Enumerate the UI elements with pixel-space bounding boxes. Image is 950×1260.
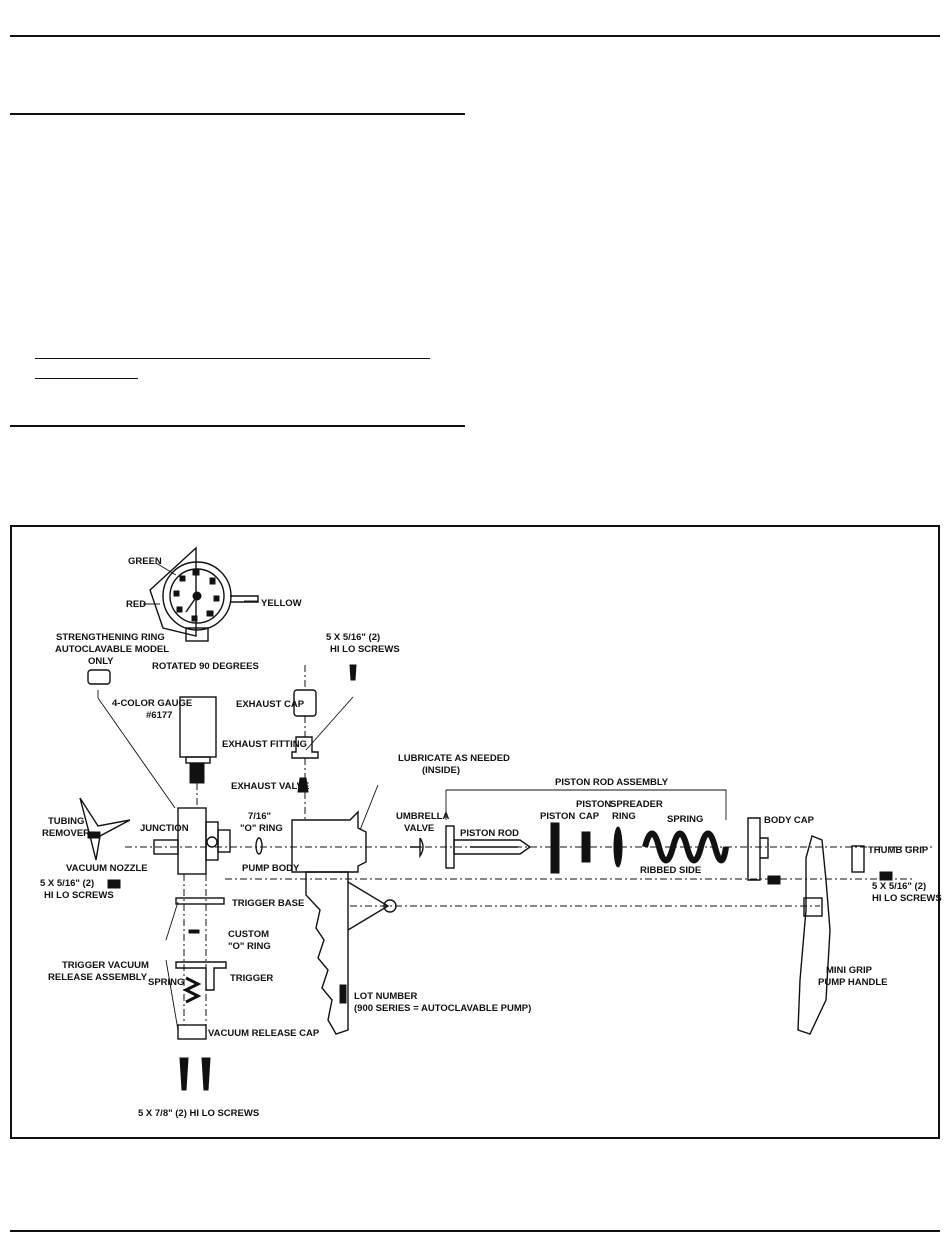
thumb-grip-icon <box>851 845 865 873</box>
gauge-side-icon <box>179 696 217 784</box>
label-lot-number-series: (900 SERIES = AUTOCLAVABLE PUMP) <box>354 1003 531 1014</box>
label-piston-cap: PISTON <box>576 799 611 810</box>
label-valve: VALVE <box>404 823 434 834</box>
label-exhaust-cap: EXHAUST CAP <box>236 699 305 710</box>
piston-icon <box>550 822 560 874</box>
label-spring-main: SPRING <box>667 814 703 825</box>
label-pump-body: PUMP BODY <box>242 863 300 874</box>
label-gauge-number: #6177 <box>146 710 172 721</box>
screw-icon <box>767 875 781 885</box>
trigger-vacuum-release-icon <box>175 897 227 1040</box>
underline-1 <box>35 358 430 359</box>
label-lubricate: LUBRICATE AS NEEDED <box>398 753 510 764</box>
bottom-rule <box>10 1230 940 1232</box>
label-vacuum-nozzle: VACUUM NOZZLE <box>66 863 148 874</box>
label-screws-top-type: HI LO SCREWS <box>330 644 400 655</box>
label-ribbed-side: RIBBED SIDE <box>640 865 701 876</box>
label-spreader: SPREADER <box>610 799 663 810</box>
label-strengthening-ring: STRENGTHENING RING <box>56 632 165 643</box>
exhaust-fitting-icon <box>291 736 319 759</box>
label-umbrella: UMBRELLA <box>396 811 449 822</box>
junction-icon <box>153 807 231 875</box>
o-ring-icon <box>255 837 263 855</box>
label-thumb-grip: THUMB GRIP <box>868 845 929 856</box>
label-piston-rod: PISTON ROD <box>460 828 519 839</box>
label-rotated: ROTATED 90 DEGREES <box>152 661 259 672</box>
spreader-ring-icon <box>613 826 623 868</box>
label-screws-right-type: HI LO SCREWS <box>872 893 942 904</box>
label-strengthening-ring-only: ONLY <box>88 656 114 667</box>
screw-icon <box>107 879 121 889</box>
label-screws-left: 5 X 5/16" (2) <box>40 878 94 889</box>
tubing-remover-icon <box>79 797 131 861</box>
label-piston-rod-assembly: PISTON ROD ASSEMBLY <box>555 777 669 788</box>
piston-rod-icon <box>445 825 532 869</box>
body-cap-icon <box>747 817 769 881</box>
label-yellow: YELLOW <box>261 598 302 609</box>
label-lubricate-inside: (INSIDE) <box>422 765 460 776</box>
label-trigger: TRIGGER <box>230 973 273 984</box>
label-gauge: 4-COLOR GAUGE <box>112 698 192 709</box>
spring-icon <box>642 830 729 864</box>
label-green: GREEN <box>128 556 162 567</box>
label-junction: JUNCTION <box>140 823 189 834</box>
label-exhaust-valve: EXHAUST VALVE <box>231 781 309 792</box>
section-rule-1 <box>10 113 465 115</box>
label-body-cap: BODY CAP <box>764 815 815 826</box>
top-rule <box>10 35 940 37</box>
label-red: RED <box>126 599 146 610</box>
label-remover: REMOVER <box>42 828 90 839</box>
label-mini-grip: MINI GRIP <box>826 965 873 976</box>
label-piston: PISTON <box>540 811 575 822</box>
exploded-parts-diagram <box>10 525 940 1139</box>
label-pump-handle: PUMP HANDLE <box>818 977 888 988</box>
label-trigger-base: TRIGGER BASE <box>232 898 304 909</box>
label-screws-bottom: 5 X 7/8" (2) HI LO SCREWS <box>138 1108 259 1119</box>
label-tubing: TUBING <box>48 816 84 827</box>
pump-handle-icon <box>797 835 831 1035</box>
underline-2 <box>35 378 138 379</box>
rotated-gauge-icon <box>149 546 259 642</box>
label-custom-o-ring: "O" RING <box>228 941 271 952</box>
piston-cap-icon <box>581 831 591 863</box>
label-o-ring-size: 7/16" <box>248 811 271 822</box>
label-lot-number: LOT NUMBER <box>354 991 417 1002</box>
screw-icon <box>349 664 357 681</box>
label-o-ring: "O" RING <box>240 823 283 834</box>
label-screws-left-type: HI LO SCREWS <box>44 890 114 901</box>
label-screws-right: 5 X 5/16" (2) <box>872 881 926 892</box>
label-strengthening-ring-model: AUTOCLAVABLE MODEL <box>55 644 169 655</box>
label-spring-trigger: SPRING <box>148 977 184 988</box>
exhaust-valve-icon <box>297 777 309 793</box>
strengthening-ring-icon <box>87 669 111 685</box>
label-custom: CUSTOM <box>228 929 269 940</box>
pump-body-icon <box>291 810 397 1035</box>
label-release-assembly: RELEASE ASSEMBLY <box>48 972 148 983</box>
label-exhaust-fitting: EXHAUST FITTING <box>222 739 307 750</box>
screw-icon <box>179 1057 189 1091</box>
screw-icon <box>201 1057 211 1091</box>
label-piston-cap-cap: CAP <box>579 811 600 822</box>
label-screws-top: 5 X 5/16" (2) <box>326 632 380 643</box>
label-spreader-ring: RING <box>612 811 636 822</box>
screw-icon <box>879 871 893 881</box>
umbrella-valve-icon <box>410 837 424 859</box>
label-vacuum-release-cap: VACUUM RELEASE CAP <box>208 1028 320 1039</box>
label-trigger-vacuum: TRIGGER VACUUM <box>62 960 149 971</box>
section-rule-2 <box>10 425 465 427</box>
